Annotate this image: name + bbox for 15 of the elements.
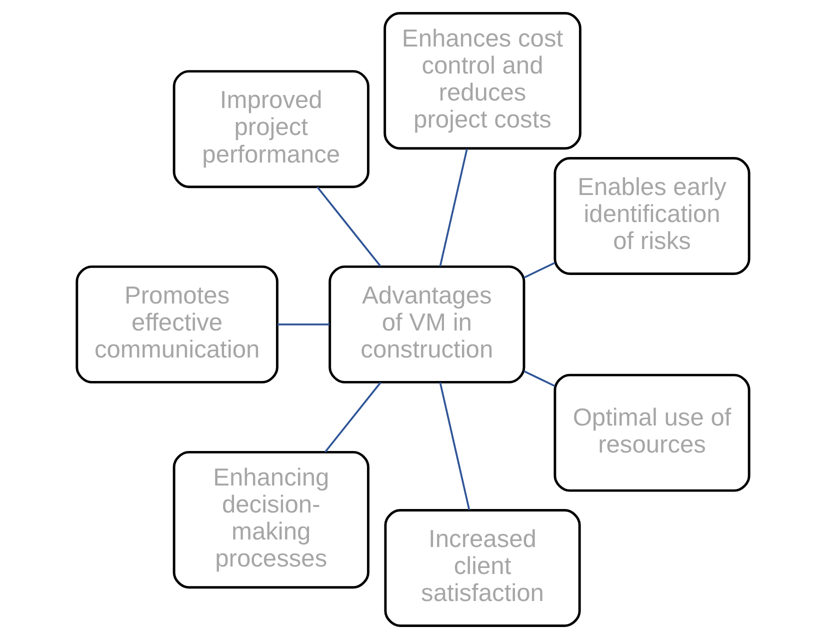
node-box: Enhancing decision-making processes bbox=[172, 450, 370, 589]
node-box: Improved project performance bbox=[172, 70, 370, 188]
connector bbox=[324, 382, 382, 452]
node-box: Optimal use of resources bbox=[554, 374, 750, 492]
node-box: Promotes effective communication bbox=[76, 265, 278, 384]
connector bbox=[439, 148, 468, 267]
node-box: Advantages of VM in construction bbox=[328, 265, 526, 384]
connector bbox=[277, 324, 330, 326]
connector bbox=[524, 262, 556, 278]
node-box: Increased client satisfaction bbox=[384, 509, 581, 627]
node-box: Enhances cost control and reduces project costs bbox=[384, 12, 582, 150]
node-box: Enables early identification of risks bbox=[554, 157, 750, 275]
connector bbox=[439, 382, 470, 510]
connector bbox=[524, 370, 556, 387]
connector bbox=[316, 186, 382, 267]
